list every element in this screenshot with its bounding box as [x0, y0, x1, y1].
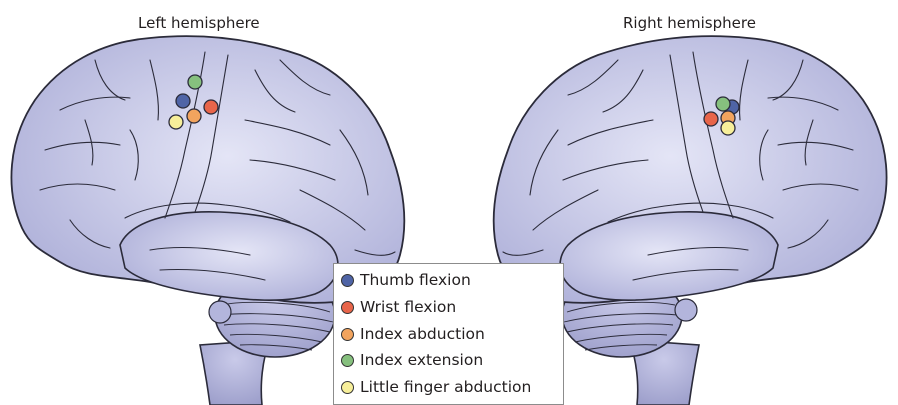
legend-swatch — [341, 274, 354, 287]
legend-label: Little finger abduction — [360, 378, 531, 396]
legend-label: Index abduction — [360, 325, 485, 343]
legend-swatch — [341, 381, 354, 394]
legend-swatch — [341, 354, 354, 367]
marker-index-extension — [716, 97, 730, 111]
legend-item-index-extension: Index extension — [334, 348, 483, 372]
marker-little-finger-abduction — [169, 115, 183, 129]
marker-thumb-flexion — [176, 94, 190, 108]
marker-wrist-flexion — [204, 100, 218, 114]
legend: Thumb flexion Wrist flexion Index abduct… — [333, 263, 564, 405]
marker-index-abduction — [187, 109, 201, 123]
legend-label: Thumb flexion — [360, 271, 471, 289]
legend-label: Wrist flexion — [360, 298, 456, 316]
marker-wrist-flexion — [704, 112, 718, 126]
legend-label: Index extension — [360, 351, 483, 369]
legend-swatch — [341, 301, 354, 314]
legend-item-index-abduction: Index abduction — [334, 322, 485, 346]
legend-item-little-finger-abduction: Little finger abduction — [334, 375, 531, 399]
marker-little-finger-abduction — [721, 121, 735, 135]
legend-swatch — [341, 328, 354, 341]
legend-item-thumb-flexion: Thumb flexion — [334, 268, 471, 292]
marker-index-extension — [188, 75, 202, 89]
legend-item-wrist-flexion: Wrist flexion — [334, 295, 456, 319]
